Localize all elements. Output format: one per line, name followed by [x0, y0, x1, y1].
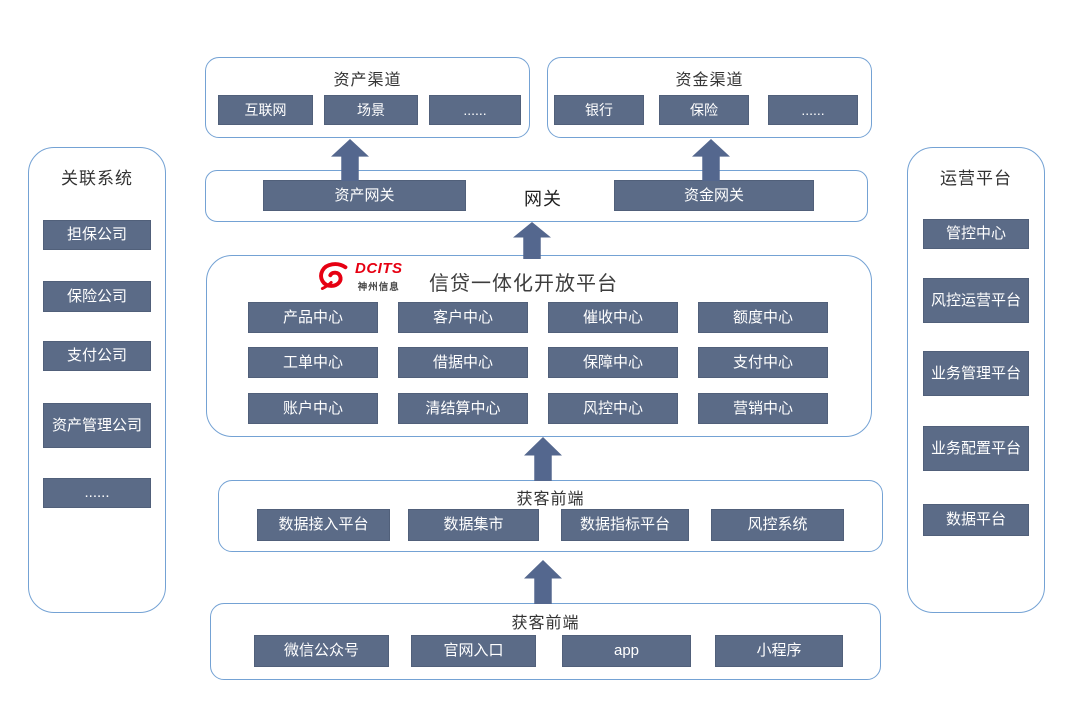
center-chip: 保障中心 [548, 347, 678, 378]
dcits-brand-text: DCITS [355, 260, 403, 277]
data-layer-title: 获客前端 [516, 491, 585, 508]
center-chip: 额度中心 [698, 302, 828, 333]
related-system-item: 担保公司 [43, 220, 151, 250]
related-systems-title: 关联系统 [61, 169, 133, 188]
center-chip: 工单中心 [248, 347, 378, 378]
fund-channel-item: 保险 [659, 95, 749, 125]
operation-platform-item: 业务管理平台 [923, 351, 1029, 396]
center-chip: 客户中心 [398, 302, 528, 333]
acquisition-item: app [562, 635, 691, 667]
center-chip: 产品中心 [248, 302, 378, 333]
dcits-swirl-icon [319, 262, 348, 290]
operation-platform-item: 业务配置平台 [923, 426, 1029, 471]
fund-channel-title: 资金渠道 [675, 72, 744, 89]
dcits-company-text: 神州信息 [357, 282, 400, 293]
related-system-item: 支付公司 [43, 341, 151, 371]
center-chip: 清结算中心 [398, 393, 528, 424]
up-arrow-datalayer-to-platform [524, 437, 562, 481]
center-chip: 营销中心 [698, 393, 828, 424]
center-chip: 风控中心 [548, 393, 678, 424]
asset-channel-box: 资产渠道 互联网 场景 ...... [205, 57, 530, 138]
center-chip: 借据中心 [398, 347, 528, 378]
acquisition-layer-box: 获客前端 微信公众号 官网入口 app 小程序 [210, 603, 881, 680]
acquisition-item: 官网入口 [411, 635, 536, 667]
up-arrow-acquisition-to-datalayer [524, 560, 562, 604]
operation-platform-title: 运营平台 [940, 169, 1012, 188]
center-chip: 支付中心 [698, 347, 828, 378]
gateway-box: 资产网关 网关 资金网关 [205, 170, 868, 222]
data-layer-item: 数据接入平台 [257, 509, 390, 541]
asset-channel-item: 互联网 [218, 95, 313, 125]
asset-channel-item: ...... [429, 95, 521, 125]
fund-channel-item: 银行 [554, 95, 644, 125]
fund-channel-box: 资金渠道 银行 保险 ...... [547, 57, 872, 138]
operation-platform-item: 风控运营平台 [923, 278, 1029, 323]
acquisition-item: 微信公众号 [254, 635, 389, 667]
related-system-item: ...... [43, 478, 151, 508]
data-layer-item: 数据指标平台 [561, 509, 689, 541]
center-chip: 催收中心 [548, 302, 678, 333]
data-layer-item: 数据集市 [408, 509, 539, 541]
fund-channel-item: ...... [768, 95, 858, 125]
related-system-item: 保险公司 [43, 281, 151, 312]
dcits-logo: DCITS 神州信息 [315, 261, 403, 293]
asset-channel-item: 场景 [324, 95, 418, 125]
related-systems-panel: 关联系统 担保公司 保险公司 支付公司 资产管理公司 ...... [28, 147, 166, 613]
gateway-title: 网关 [524, 189, 562, 209]
operation-platform-item: 管控中心 [923, 219, 1029, 249]
related-system-item: 资产管理公司 [43, 403, 151, 448]
up-arrow-platform-to-gateway [513, 222, 551, 259]
credit-platform-title: 信贷一体化开放平台 [429, 273, 618, 295]
asset-channel-title: 资产渠道 [333, 72, 402, 89]
operation-platform-item: 数据平台 [923, 504, 1029, 536]
asset-gateway-chip: 资产网关 [263, 180, 466, 211]
acquisition-item: 小程序 [715, 635, 843, 667]
data-layer-item: 风控系统 [711, 509, 844, 541]
data-layer-box: 获客前端 数据接入平台 数据集市 数据指标平台 风控系统 [218, 480, 883, 552]
fund-gateway-chip: 资金网关 [614, 180, 814, 211]
credit-platform-box: DCITS 神州信息 信贷一体化开放平台 产品中心 客户中心 催收中心 额度中心… [206, 255, 872, 437]
acquisition-layer-title: 获客前端 [511, 615, 580, 632]
operation-platform-panel: 运营平台 管控中心 风控运营平台 业务管理平台 业务配置平台 数据平台 [907, 147, 1045, 613]
center-chip: 账户中心 [248, 393, 378, 424]
